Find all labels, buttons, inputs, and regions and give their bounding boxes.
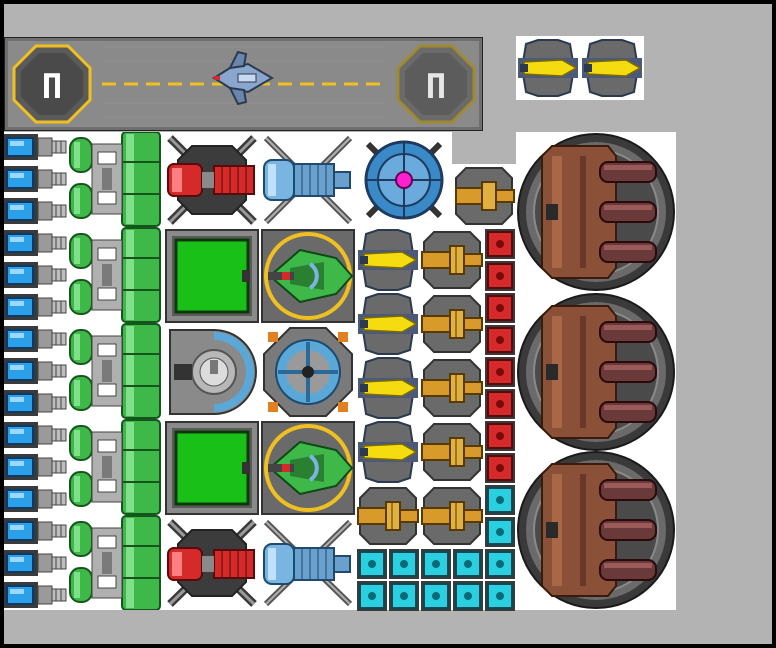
yellow-laser-icon: [518, 39, 578, 97]
blue-thruster-column: [4, 132, 68, 610]
runway-pad-icon: Π: [12, 44, 92, 124]
red-armor-column: [484, 228, 516, 484]
red-reactor-icon: [167, 135, 257, 225]
shield-generator-icon: [364, 140, 444, 220]
yellow-laser-icon: [582, 39, 642, 97]
green-fuel-tank-column: [68, 132, 164, 610]
yellow-laser-icon: [357, 229, 419, 291]
green-fuel-tank-icon: [69, 132, 161, 227]
cyan-armor-block-icon: [484, 484, 516, 516]
turret-column: [516, 132, 676, 610]
pad-glyph-left: Π: [42, 67, 62, 107]
runway-pad-icon: Π: [396, 44, 476, 124]
radar-hub-icon: [263, 327, 353, 417]
dome-cockpit-icon: [169, 329, 257, 415]
green-fighter-bay-icon: [261, 421, 355, 515]
green-fighter-bay-icon: [261, 229, 355, 323]
green-screen-icon: [165, 421, 259, 515]
red-armor-block-icon: [484, 228, 516, 260]
blue-engine-icon: [263, 519, 353, 607]
pad-glyph-right: Π: [426, 67, 446, 107]
green-screen-icon: [165, 229, 259, 323]
cyan-armor-grid: [356, 484, 516, 612]
gold-cannon-icon: [455, 167, 515, 225]
triple-turret-icon: [517, 133, 675, 291]
red-reactor-icon: [167, 519, 257, 607]
blue-thruster-icon: [4, 133, 67, 161]
fighter-ship-icon: [210, 50, 274, 106]
gold-cannon-icon: [421, 231, 483, 289]
blue-engine-icon: [263, 135, 353, 225]
